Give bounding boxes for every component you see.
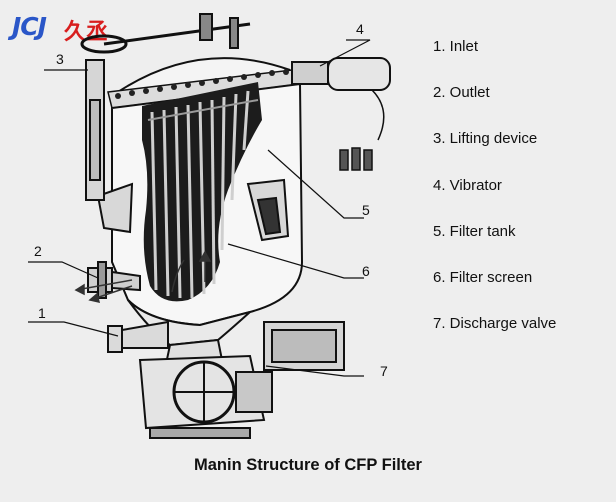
callout-2: 2 [34,243,42,259]
callout-leaders [28,39,371,377]
callout-5: 5 [362,202,370,218]
callout-3: 3 [56,51,64,67]
legend-item-discharge-valve: 7. Discharge valve [433,315,557,333]
vibrator [291,57,391,141]
flange-bolts [115,69,289,99]
discharge-valve [138,321,345,439]
callout-1: 1 [38,305,46,321]
legend-item-outlet: 2. Outlet [433,84,490,102]
legend-item-lifting-device: 3. Lifting device [433,130,538,148]
inlet-pipe [107,320,169,353]
legend-list: 1. Inlet 2. Outlet 3. Lifting device 4. … [433,38,613,361]
air-valves [339,147,373,171]
lifting-device [80,13,251,201]
callout-4: 4 [356,21,364,37]
diagram-caption: Manin Structure of CFP Filter [194,456,422,474]
legend-item-filter-tank: 5. Filter tank [433,222,516,240]
filter-screen [142,82,262,302]
callout-6: 6 [362,263,370,279]
legend-item-inlet: 1. Inlet [433,38,479,55]
flow-arrows [74,250,212,303]
callout-7: 7 [380,363,388,379]
logo-latin-text: JCJ [12,12,47,41]
legend-item-vibrator: 4. Vibrator [433,176,502,194]
callout-numbers: 1 2 3 4 5 6 7 [34,21,388,379]
brand-logo: JCJ 久丞 [4,6,114,45]
support-brackets [96,178,290,242]
outlet-flange [87,261,141,299]
legend-item-filter-screen: 6. Filter screen [433,268,533,286]
